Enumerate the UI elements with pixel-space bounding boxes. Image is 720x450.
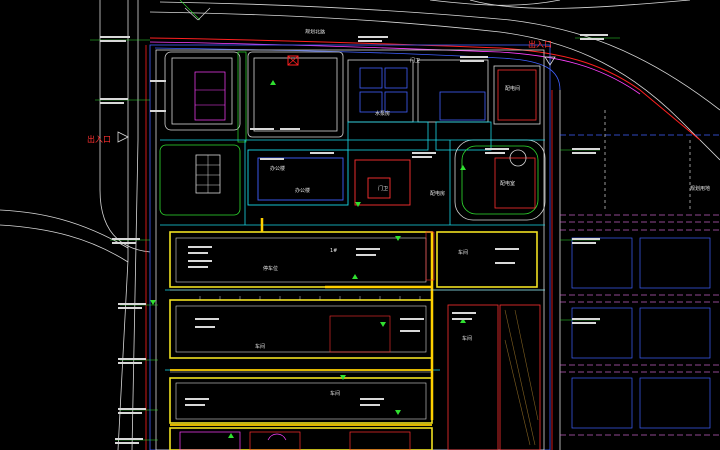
grid-right-label: 规划用地 — [690, 185, 710, 192]
office-label: 办公楼 — [295, 187, 310, 194]
green-yard-a — [237, 51, 247, 143]
right-building-label: 车间 — [462, 335, 472, 342]
middle-left-block — [159, 144, 241, 216]
workshop-label-3: 车间 — [330, 390, 340, 397]
office-sub-label: 办公楼 — [270, 165, 285, 172]
round-block-sub-label: 配电房 — [430, 190, 445, 197]
road-name-label: 规划北路 — [305, 28, 325, 36]
small-box-label-b: 门卫 — [378, 185, 388, 192]
annotation-text-stubs — [100, 34, 608, 444]
bottom-details — [179, 431, 411, 450]
office-building — [247, 149, 411, 206]
entry-triangle-icon — [117, 56, 556, 143]
workshop-label-1: 停车位 — [263, 265, 278, 272]
round-block-label: 配电室 — [500, 180, 515, 187]
property-boundary-magenta — [149, 41, 641, 95]
dimension-ticks — [170, 289, 545, 373]
top-right-box-label: 配电间 — [505, 85, 520, 92]
workshop-label-2: 车间 — [255, 343, 265, 350]
property-boundary-blue — [154, 47, 561, 91]
small-box-label-a: 水泵房 — [375, 110, 390, 117]
property-boundary-red — [149, 37, 701, 141]
site-boundaries — [145, 44, 561, 450]
elevation-marker-icon — [150, 80, 466, 438]
workshop-inner-outlines — [175, 231, 435, 420]
workshop-label-4: 车间 — [458, 249, 468, 256]
entry-label-top-right: 出入口 — [528, 39, 552, 49]
right-grid-dashed — [560, 110, 720, 436]
workshop-label-1-sub: 1# — [330, 248, 337, 254]
right-red-building — [447, 304, 541, 450]
north-marker-icon — [184, 7, 211, 21]
magenta-lot-a — [194, 71, 226, 121]
building-label-top-center: 门卫 — [410, 57, 420, 64]
top-center-buildings — [347, 59, 541, 151]
entry-label-left: 出入口 — [87, 134, 111, 144]
warning-marker-icon — [287, 55, 299, 66]
